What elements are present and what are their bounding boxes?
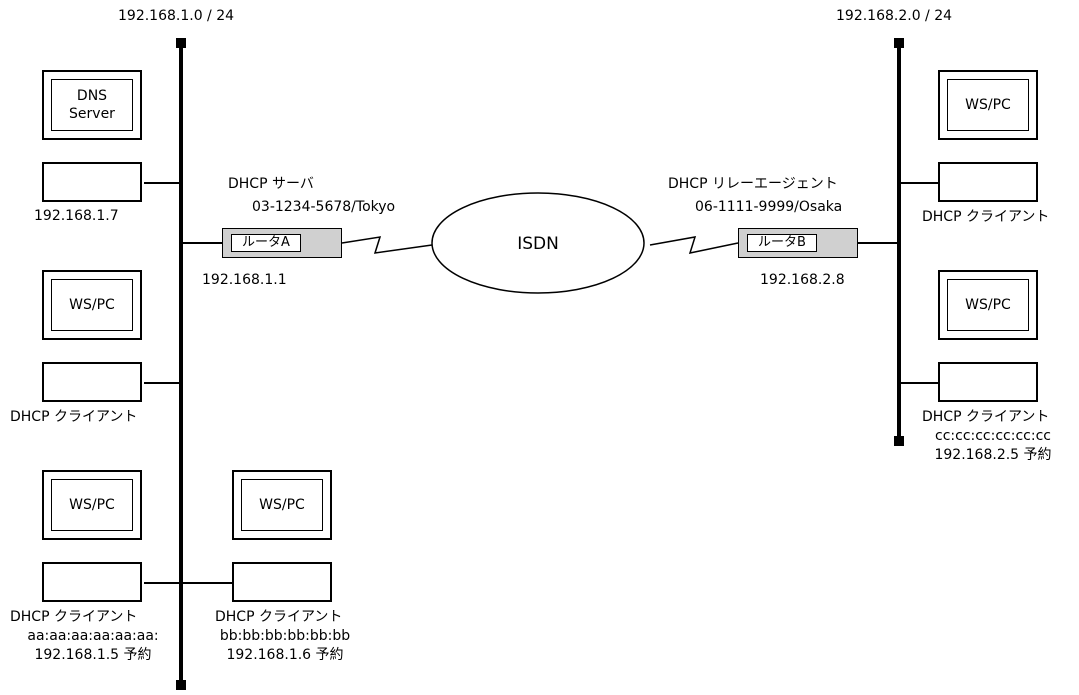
right-client-1-cpu [938, 162, 1038, 202]
left-client-2-mac: aa:aa:aa:aa:aa:aa: [27, 628, 159, 644]
left-subnet-label: 192.168.1.0 / 24 [118, 8, 235, 24]
right-client-2-mac: cc:cc:cc:cc:cc:cc [935, 428, 1051, 444]
router-a-ip: 192.168.1.1 [202, 272, 287, 288]
right-client-1-screen: WS/PC [947, 79, 1029, 131]
left-client-1-screen: WS/PC [51, 279, 133, 331]
left-client-1-cpu [42, 362, 142, 402]
right-client-2-cpu [938, 362, 1038, 402]
dns-server-ip: 192.168.1.7 [34, 208, 119, 224]
right-backbone-bottom-terminator [894, 436, 904, 446]
left-client-3-label: DHCP クライアント [215, 609, 343, 625]
router-b-label: ルータB [747, 234, 817, 252]
left-client-2-monitor: WS/PC [42, 470, 142, 540]
dns-server-monitor: DNS Server [42, 70, 142, 140]
router-b-role: DHCP リレーエージェント [668, 176, 838, 192]
right-client-2-reserved: 192.168.2.5 予約 [934, 447, 1052, 463]
right-client-1-monitor: WS/PC [938, 70, 1038, 140]
right-subnet-label: 192.168.2.0 / 24 [836, 8, 953, 24]
left-client-2-label: DHCP クライアント [10, 609, 138, 625]
isdn-line-a [341, 236, 433, 254]
router-a-label: ルータA [231, 234, 301, 252]
left-client-2-cpu [42, 562, 142, 602]
left-client-2-reserved: 192.168.1.5 予約 [34, 647, 152, 663]
right-client-1-label: DHCP クライアント [922, 209, 1050, 225]
left-backbone-top-terminator [176, 38, 186, 48]
left-client-2-screen: WS/PC [51, 479, 133, 531]
left-client-1-monitor: WS/PC [42, 270, 142, 340]
dns-server-screen: DNS Server [51, 79, 133, 131]
left-client-1-label: DHCP クライアント [10, 409, 138, 425]
right-client-2-label: DHCP クライアント [922, 409, 1050, 425]
left-client-3-screen: WS/PC [241, 479, 323, 531]
router-b-ip: 192.168.2.8 [760, 272, 845, 288]
left-client-3-mac: bb:bb:bb:bb:bb:bb [219, 628, 351, 644]
router-b-phone: 06-1111-9999/Osaka [695, 199, 843, 215]
router-a-role: DHCP サーバ [228, 176, 314, 192]
left-backbone-bottom-terminator [176, 680, 186, 690]
isdn-label: ISDN [517, 234, 559, 254]
isdn-cloud [431, 192, 645, 294]
right-backbone-top-terminator [894, 38, 904, 48]
isdn-line-b [649, 236, 739, 254]
right-client-2-screen: WS/PC [947, 279, 1029, 331]
left-client-3-reserved: 192.168.1.6 予約 [226, 647, 344, 663]
router-a-phone: 03-1234-5678/Tokyo [252, 199, 396, 215]
dns-server-cpu [42, 162, 142, 202]
right-client-2-monitor: WS/PC [938, 270, 1038, 340]
left-client-3-monitor: WS/PC [232, 470, 332, 540]
router-a: ルータA [222, 228, 342, 258]
left-client-3-cpu [232, 562, 332, 602]
router-b: ルータB [738, 228, 858, 258]
